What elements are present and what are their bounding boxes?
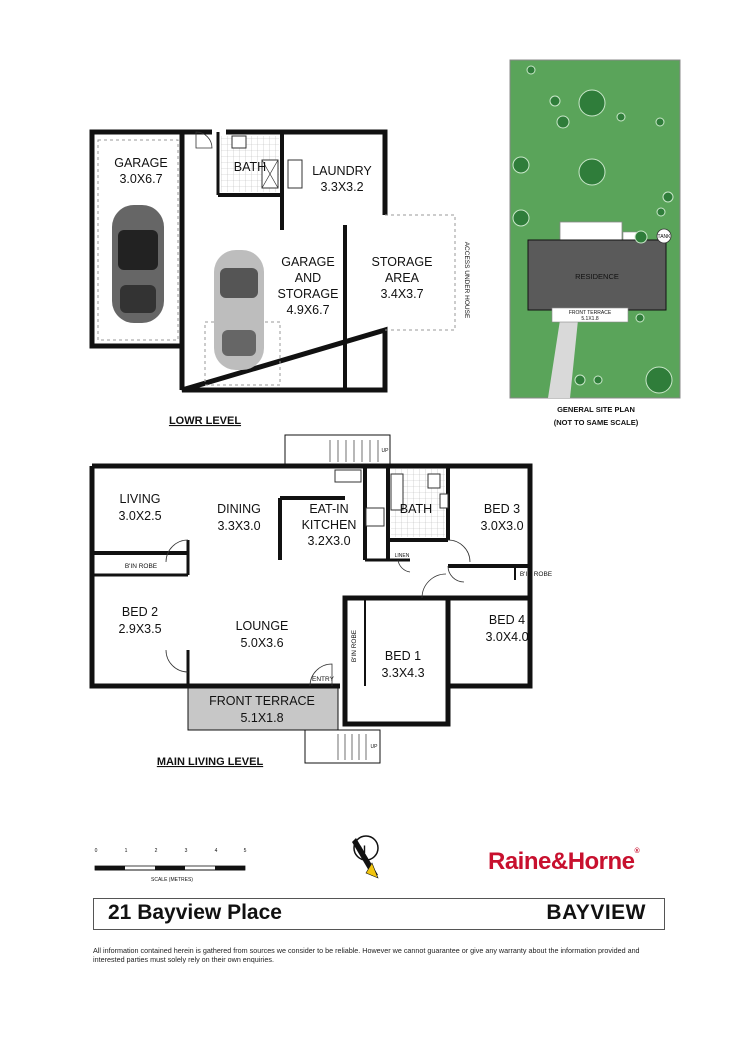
vanity-icon [439,493,449,509]
garage-door-zone [97,139,179,341]
site-plan-caption-1: GENERAL SITE PLAN [557,405,635,414]
laundry-tub-icon [287,159,303,189]
driveway [548,320,578,398]
lower-level-plan [89,129,456,393]
cooktop-icon [365,507,385,527]
site-front-terrace [551,307,629,323]
tree-icon [512,65,674,394]
rear-stairs-up-label: UP [382,448,390,454]
storage-area-outline [385,214,456,331]
car-icon [112,205,164,323]
lower-bath-name: BATH [234,160,266,174]
garage-storage-line3: STORAGE [278,287,339,301]
lower-garage-name: GARAGE [114,156,168,170]
brand-logo: Raine&Horne® [488,848,640,876]
sink-icon [334,469,362,483]
storage-area-size: 3.4X3.7 [380,287,423,301]
bed1-size: 3.3X4.3 [381,666,424,680]
compass-letter: N [358,844,366,856]
bed3-name: BED 3 [484,502,520,516]
residence-block [527,239,667,311]
front-terrace-name: FRONT TERRACE [209,694,315,708]
bed4-size: 3.0X4.0 [485,630,528,644]
bed1-name: BED 1 [385,649,421,663]
bed2-name: BED 2 [122,605,158,619]
bin-robe-bed1: B'IN ROBE [351,629,358,662]
lounge-size: 5.0X3.6 [240,636,283,650]
site-front-terrace-label: FRONT TERRACE [569,310,612,316]
address-bar: 21 Bayview Place BAYVIEW [93,898,665,930]
garage-storage-line1: GARAGE [281,255,335,269]
lounge-name: LOUNGE [236,619,289,633]
dining-size: 3.3X3.0 [217,519,260,533]
garage-storage-line2: AND [295,271,321,285]
living-size: 3.0X2.5 [118,509,161,523]
car-icon [214,250,264,370]
property-address: 21 Bayview Place [108,901,282,924]
scale-tick-0: 0 [95,848,98,854]
brand-name: Raine&Horne [488,848,635,875]
kitchen-size: 3.2X3.0 [307,534,350,548]
site-front-terrace-size: 5.1X1.8 [581,316,598,322]
garage-storage-size: 4.9X6.7 [286,303,329,317]
north-arrow-icon [352,835,379,879]
disclaimer-text: All information contained herein is gath… [93,946,640,964]
scale-tick-3: 3 [185,848,188,854]
tank-icon [656,228,672,244]
bathtub-icon [390,473,404,511]
storage-area-line1: STORAGE [372,255,433,269]
brand-mark: ® [634,848,640,855]
toilet-icon [231,135,247,149]
door-swing-icon [165,539,471,687]
bed2-size: 2.9X3.5 [118,622,161,636]
main-level-plan [89,434,533,764]
front-terrace-size: 5.1X1.8 [240,711,283,725]
kitchen-line1: EAT-IN [309,502,348,516]
site-tank-label: TANK [658,234,672,240]
entry-label: ENTRY [312,676,335,683]
toilet-icon [427,473,441,489]
living-name: LIVING [120,492,161,506]
main-bath-name: BATH [400,502,432,516]
site-plan-caption-2: (NOT TO SAME SCALE) [554,418,639,427]
laundry-name: LAUNDRY [312,164,372,178]
scale-tick-2: 2 [155,848,158,854]
site-plan [509,59,681,399]
front-stairs-icon [304,729,381,764]
laundry-size: 3.3X3.2 [320,180,363,194]
dining-name: DINING [217,502,261,516]
scale-tick-5: 5 [244,848,247,854]
scale-caption: SCALE (METRES) [151,877,193,883]
front-stairs-up-label: UP [371,744,379,750]
linen-label: LINEN [395,553,410,559]
kitchen-line2: KITCHEN [302,518,357,532]
lower-garage-size: 3.0X6.7 [119,172,162,186]
scale-bar [94,865,246,871]
main-level-heading: MAIN LIVING LEVEL [157,756,264,768]
bed4-name: BED 4 [489,613,525,627]
storage-area-line2: AREA [385,271,420,285]
door-swing-icon [195,131,213,149]
property-suburb: BAYVIEW [546,901,646,924]
bed3-size: 3.0X3.0 [480,519,523,533]
rear-stairs-icon [284,434,391,466]
scale-tick-1: 1 [125,848,128,854]
lower-level-heading: LOWR LEVEL [169,415,241,427]
bin-robe-bed3: B'IN ROBE [520,571,553,578]
scale-tick-4: 4 [215,848,218,854]
access-under-house-note: ACCESS UNDER HOUSE [463,242,470,319]
bin-robe-bed2: B'IN ROBE [125,563,158,570]
site-residence-label: RESIDENCE [575,272,619,281]
